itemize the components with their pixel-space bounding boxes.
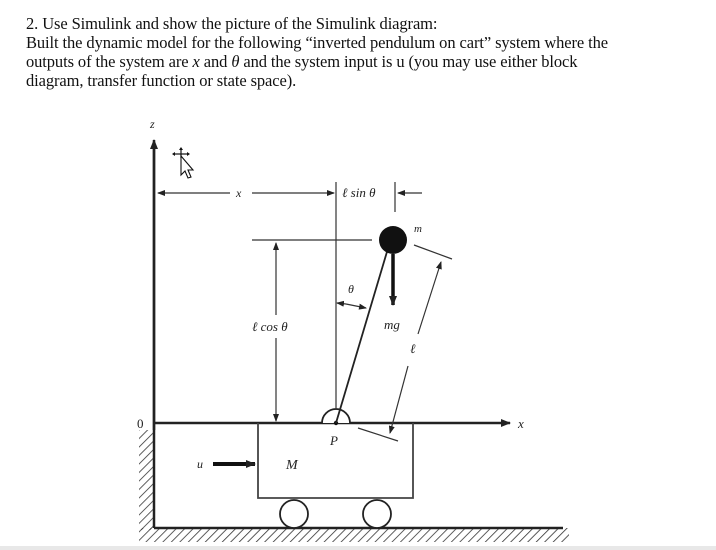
move-cursor-icon [172,147,195,179]
pendulum-mass [379,226,407,254]
weight-label: mg [384,317,400,332]
cart: P M [257,408,414,529]
wheel-right [362,499,392,529]
l-sin-theta-label: ℓ sin θ [342,185,376,200]
bottom-border [0,546,716,550]
question-line-2: Built the dynamic model for the followin… [26,33,609,52]
origin-label: 0 [137,416,144,431]
z-axis-label: z [149,117,155,131]
pivot-label: P [329,433,338,448]
wheel-left [279,499,309,529]
mass-label: m [414,223,422,235]
x-distance-label: x [235,186,242,200]
theta-label: θ [348,282,354,296]
question-line-1: 2. Use Simulink and show the picture of … [26,14,438,33]
l-cos-theta-label: ℓ cos θ [252,319,288,334]
length-label: ℓ [410,341,416,356]
question-text: 2. Use Simulink and show the picture of … [26,14,706,90]
ground [139,526,569,542]
pendulum-rod [335,244,390,424]
input-label: u [197,457,203,471]
x-axis-label: x [517,416,524,431]
question-line-3: outputs of the system are x and θ and th… [26,52,578,71]
question-line-4: diagram, transfer function or state spac… [26,71,297,90]
cart-mass-label: M [285,458,299,473]
wall [139,145,156,530]
